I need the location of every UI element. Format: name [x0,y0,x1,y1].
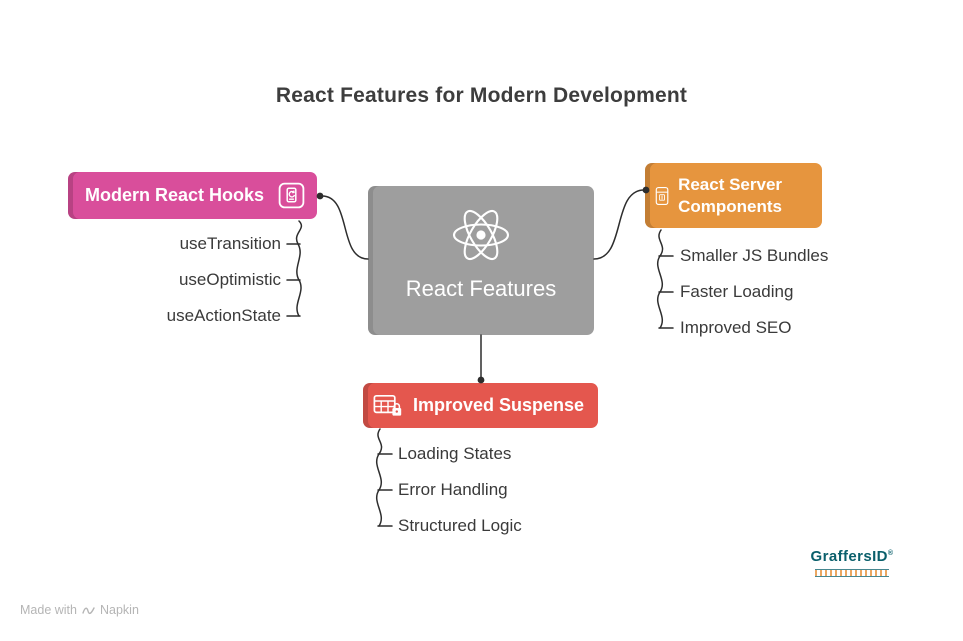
graffersid-brand-text: GraffersID [810,548,888,565]
list-item-useoptimistic: useOptimistic [178,270,281,289]
list-item-improved-seo: Improved SEO [680,318,792,337]
center-node-label: React Features [405,276,557,301]
node-label: Modern React Hooks [85,185,265,205]
graffersid-logo: GraffersID® [808,548,896,577]
list-item-loading-states: Loading States [398,444,512,463]
node-react-server-components: React Server Components [645,163,822,228]
napkin-logo-icon [82,606,95,614]
made-with-text: Made with [20,603,77,617]
made-with-napkin: Made with Napkin [20,603,139,617]
connector-server [593,189,645,260]
table-lock-icon [373,394,402,416]
node-label: React Server Components [678,175,783,216]
graffersid-tagline-bar [815,569,889,577]
diagram-title: React Features for Modern Development [275,84,688,107]
list-item-usetransition: useTransition [179,234,281,253]
list-item-faster-loading: Faster Loading [680,282,794,301]
list-item-useactionstate: useActionState [166,306,281,325]
node-modern-react-hooks: Modern React Hooks [68,172,317,219]
center-node-react-features: React Features [368,186,594,335]
react-logo-icon [452,209,510,261]
list-item-structured-logic: Structured Logic [398,516,522,535]
node-label: Improved Suspense [413,395,585,415]
connector-hooks [321,195,369,260]
napkin-brand-text: Napkin [99,603,139,617]
list-item-smaller-js-bundles: Smaller JS Bundles [680,246,829,265]
list-item-error-handling: Error Handling [398,480,508,499]
node-improved-suspense: Improved Suspense [363,383,598,428]
phone-sync-icon [278,182,305,209]
server-icon [655,186,669,205]
registered-mark: ® [887,550,894,557]
